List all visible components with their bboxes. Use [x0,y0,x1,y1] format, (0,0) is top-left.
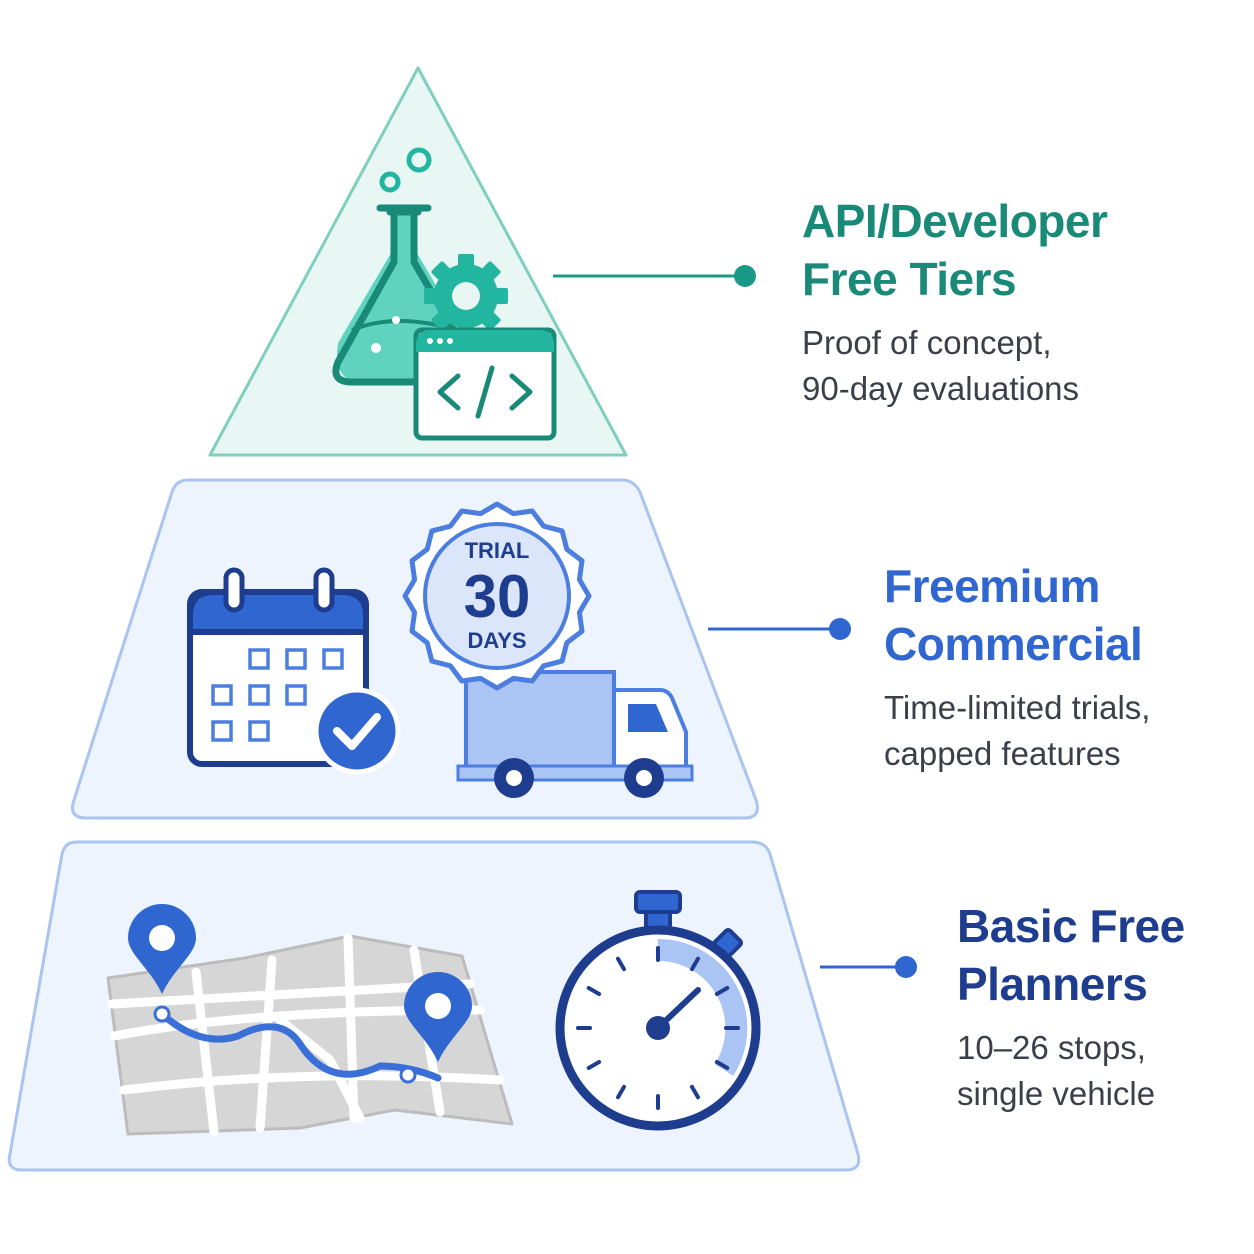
stopwatch-tick [616,956,626,972]
gear-icon [424,254,508,338]
tier-1-description: Proof of concept, 90-day evaluations [802,320,1107,412]
trial-badge-icon: TRIAL 30 DAYS [402,501,592,691]
tier-3-description: 10–26 stops, single vehicle [957,1025,1185,1117]
stopwatch-tick [690,956,700,972]
tier-1-desc-line: 90-day evaluations [802,370,1080,407]
tier-1-connector [553,265,756,287]
tier-1-desc-line: Proof of concept, [802,324,1052,361]
tier-2-title-line: Freemium [884,560,1100,612]
tier-2-connector [708,618,851,640]
stopwatch-tick [714,986,730,996]
badge-top-label: TRIAL [465,538,530,563]
calendar-check-icon [187,567,401,775]
tier-2-desc-line: capped features [884,735,1121,772]
tier-1-title-line: API/Developer [802,195,1108,247]
tier-2-title: Freemium Commercial [884,557,1150,673]
badge-number: 30 [464,563,531,630]
code-window-icon [413,327,557,441]
stopwatch-tick [690,1084,700,1100]
tier-2-label: Freemium Commercial Time-limited trials,… [884,557,1150,777]
tier-3-title-line: Basic Free [957,900,1185,952]
stopwatch-tick [586,1060,602,1070]
tier-3-label: Basic Free Planners 10–26 stops, single … [957,897,1185,1117]
badge-bottom-label: DAYS [467,628,526,653]
tier-3-connector [820,956,917,978]
tier-1-title: API/Developer Free Tiers [802,192,1108,308]
tier-3-title: Basic Free Planners [957,897,1185,1013]
tier-1-label: API/Developer Free Tiers Proof of concep… [802,192,1108,412]
stopwatch-tick [616,1084,626,1100]
tier-2-title-line: Commercial [884,618,1143,670]
truck-icon [456,670,694,798]
route-map-icon [106,904,514,1137]
stopwatch-icon [555,890,761,1131]
stopwatch-tick [586,986,602,996]
stopwatch-tick [714,1060,730,1070]
tier-2-description: Time-limited trials, capped features [884,685,1150,777]
tier-2-desc-line: Time-limited trials, [884,689,1151,726]
tier-3-title-line: Planners [957,958,1148,1010]
tier-3-desc-line: single vehicle [957,1075,1156,1112]
tier-3-desc-line: 10–26 stops, [957,1029,1146,1066]
tier-1-title-line: Free Tiers [802,253,1017,305]
